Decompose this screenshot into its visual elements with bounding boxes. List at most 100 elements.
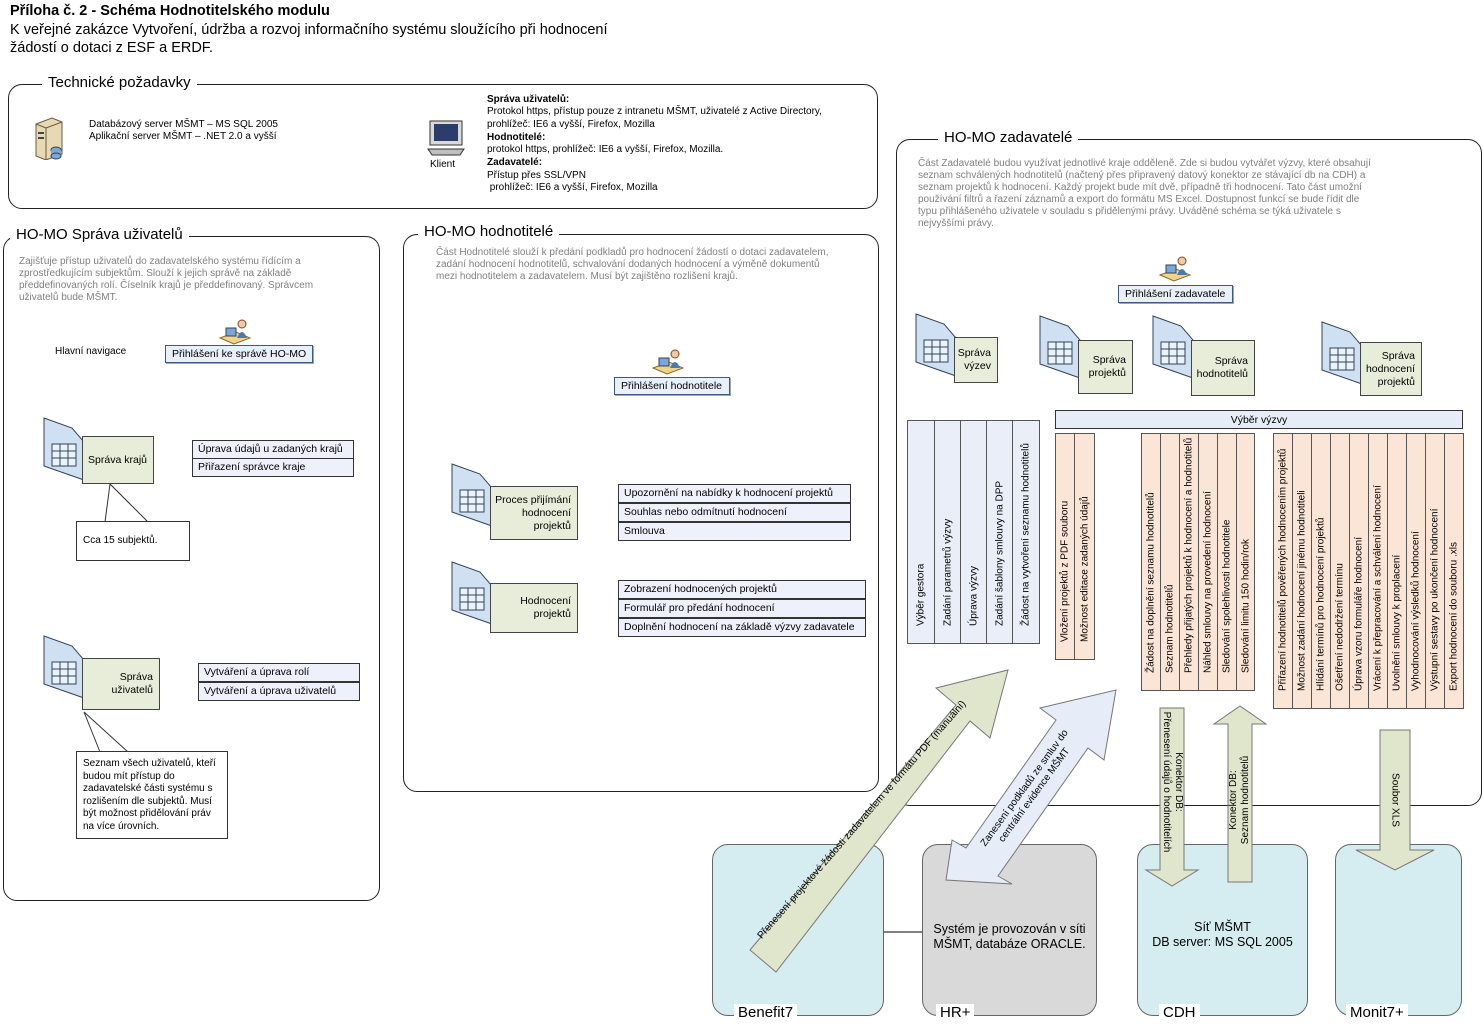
regions-item-1[interactable]: Úprava údajů u zadaných krajů	[192, 440, 354, 459]
calls-module[interactable]: Správa výzev	[954, 337, 998, 383]
evaluation-module-line2: projektů	[533, 608, 571, 620]
users-access-heading: Správa uživatelů:	[487, 94, 570, 105]
login-evaluator[interactable]: Přihlášení hodnotitele	[614, 377, 730, 395]
calls-columns: Výběr gestora Zadání parametrů výzvy Úpr…	[907, 420, 1040, 644]
users-item-2[interactable]: Vytváření a úprava uživatelů	[198, 682, 360, 701]
projects-module-line1: Správa	[1092, 354, 1126, 366]
assigners-description: Část Zadavatelé budou využívat jednotliv…	[918, 158, 1371, 229]
calls-table-icon	[914, 312, 958, 378]
projects-col-1[interactable]: Vložení projektů z PDF souboru	[1056, 434, 1075, 659]
ratings-module-line3: projektů	[1377, 375, 1415, 388]
users-note: Seznam všech uživatelů, kteří budou mít …	[76, 751, 228, 839]
system-cdh-label: CDH	[1159, 1004, 1200, 1022]
system-benefit7-label: Benefit7	[734, 1004, 798, 1022]
login-assigner[interactable]: Přihlášení zadavatele	[1118, 285, 1233, 303]
users-access-line1: Protokol https, přístup pouze z intranet…	[487, 106, 822, 117]
ratings-col-8[interactable]: Vyhodnocování výsledků hodnocení	[1407, 434, 1426, 708]
calls-col-5[interactable]: Žádost na vytvoření seznamu hodnotitelů	[1020, 443, 1032, 626]
document-subtitle-line1: K veřejné zakázce Vytvoření, údržba a ro…	[10, 22, 608, 38]
evaluators-columns: Žádost na doplnění seznamu hodnotitelů S…	[1141, 433, 1255, 691]
projects-col-2[interactable]: Možnost editace zadaných údajů	[1079, 496, 1090, 642]
ratings-col-1[interactable]: Přiřazení hodnotitelů pověřených hodnoce…	[1274, 434, 1293, 708]
evaluators-module-line2: hodnotitelů	[1196, 368, 1248, 380]
ratings-col-9[interactable]: Výstupní sestavy po ukončení hodnocení	[1426, 434, 1445, 708]
system-hr-text: Systém je provozován v síti MŠMT, databá…	[922, 922, 1097, 952]
ratings-col-6[interactable]: Vrácení k přepracování a schválení hodno…	[1369, 434, 1388, 708]
evaluators-col-5[interactable]: Sledování spolehlivosti hodnotitele	[1218, 434, 1237, 690]
regions-module[interactable]: Správa krajů	[82, 436, 154, 484]
assigners-access-line1: Přístup přes SSL/VPN	[487, 170, 586, 181]
arrow-xls-text: Soubor XLS	[1389, 773, 1401, 827]
evaluators-module[interactable]: Správa hodnotitelů	[1191, 340, 1255, 396]
accept-module-line1: Proces přijímání	[495, 493, 571, 506]
accept-module[interactable]: Proces přijímání hodnocení projektů	[490, 486, 578, 540]
arrow-cdh-down-text: Konektor DB: Přenesení údajů o hodnotite…	[1160, 712, 1184, 853]
select-call-bar[interactable]: Výběr výzvy	[1055, 410, 1463, 429]
users-item-1[interactable]: Vytváření a úprava rolí	[198, 663, 360, 682]
projects-module-line2: projektů	[1088, 367, 1126, 379]
calls-module-line2: výzev	[964, 360, 991, 372]
evaluator-user-icon	[651, 348, 685, 376]
users-module[interactable]: Správa uživatelů	[82, 658, 160, 710]
evaluators-col-3[interactable]: Přehledy přijatých projektů k hodnocení …	[1180, 434, 1199, 690]
ratings-columns: Přiřazení hodnotitelů pověřených hodnoce…	[1273, 433, 1464, 709]
arrow-cdh-down-line2: Přenesení údajů o hodnotitelích	[1161, 711, 1172, 853]
accept-item-3[interactable]: Smlouva	[618, 522, 851, 541]
main-navigation-label: Hlavní navigace	[55, 346, 127, 357]
ratings-col-7[interactable]: Uvolnění smlouvy k proplacení	[1388, 434, 1407, 708]
system-monit7-label: Monit7+	[1346, 1004, 1408, 1022]
evaluation-item-3[interactable]: Doplnění hodnocení na základě výzvy zada…	[618, 618, 866, 637]
calls-col-1[interactable]: Výběr gestora	[908, 421, 935, 643]
system-hr-text-line1: Systém je provozován v síti	[933, 922, 1086, 936]
accept-item-2[interactable]: Souhlas nebo odmítnutí hodnocení	[618, 503, 851, 522]
arrow-cdh-up-text: Konektor DB: Seznam hodnotitelů	[1228, 756, 1252, 844]
evaluation-module-line1: Hodnocení	[520, 595, 571, 607]
document-title: Příloha č. 2 - Schéma Hodnotitelského mo…	[10, 3, 330, 19]
evaluators-col-2[interactable]: Seznam hodnotitelů	[1161, 434, 1180, 690]
evaluators-access-heading: Hodnotitelé:	[487, 132, 546, 143]
ratings-table-icon	[1320, 320, 1364, 386]
server-line1: Databázový server MŠMT – MS SQL 2005	[89, 119, 278, 130]
regions-item-2[interactable]: Přiřazení správce kraje	[192, 458, 354, 477]
users-access-line2: prohlížeč: IE6 a vyšší, Firefox, Mozilla	[487, 119, 655, 130]
document-subtitle-line2: žádostí o dotaci z ESF a ERDF.	[10, 40, 214, 56]
regions-table-icon	[42, 416, 86, 482]
projects-table-icon	[1038, 314, 1082, 380]
calls-module-line1: Správa	[957, 347, 991, 359]
accept-item-1[interactable]: Upozornění na nabídky k hodnocení projek…	[618, 484, 851, 503]
arrow-cdh-up-line1: Konektor DB:	[1228, 770, 1239, 830]
evaluators-col-1[interactable]: Žádost na doplnění seznamu hodnotitelů	[1142, 434, 1161, 690]
evaluation-item-1[interactable]: Zobrazení hodnocených projektů	[618, 580, 866, 599]
users-module-line2: uživatelů	[111, 684, 153, 696]
technical-requirements-panel	[8, 84, 878, 209]
ratings-col-3[interactable]: Hlídání termínů pro hodnocení projektů	[1312, 434, 1331, 708]
arrow-cdh-down-line1: Konektor DB:	[1173, 752, 1184, 812]
calls-col-2[interactable]: Zadání parametrů výzvy	[935, 421, 961, 643]
ratings-module[interactable]: Správa hodnocení projektů	[1360, 342, 1422, 396]
ratings-col-5[interactable]: Úprava vzoru formuláře hodnocení	[1350, 434, 1369, 708]
ratings-module-line1: Správa	[1381, 349, 1415, 362]
evaluators-col-6[interactable]: Sledování limitu 150 hodin/rok	[1240, 539, 1251, 673]
calls-col-4[interactable]: Zadání šablony smlouvy na DPP	[987, 421, 1013, 643]
users-table-icon	[42, 634, 86, 700]
calls-col-3[interactable]: Úprava výzvy	[961, 421, 987, 643]
system-cdh-text-line2: DB server: MS SQL 2005	[1152, 935, 1293, 949]
user-icon	[218, 318, 252, 346]
ratings-col-4[interactable]: Ošetření nedodržení termínu	[1331, 434, 1350, 708]
evaluation-module[interactable]: Hodnocení projektů	[490, 583, 578, 633]
users-module-line1: Správa	[119, 671, 153, 683]
server-icon	[32, 116, 64, 160]
accept-module-line2: hodnocení	[521, 506, 571, 519]
accept-module-line3: projektů	[533, 519, 571, 532]
ratings-col-10[interactable]: Export hodnocení do souboru .xls	[1448, 542, 1460, 691]
client-computer-icon	[427, 119, 465, 157]
system-benefit7	[712, 844, 884, 1016]
projects-module[interactable]: Správa projektů	[1078, 340, 1133, 394]
assigners-access-line2: prohlížeč: IE6 a vyšší, Firefox, Mozilla	[487, 182, 658, 193]
accept-table-icon	[450, 462, 494, 528]
ratings-col-2[interactable]: Možnost zadání hodnocení jinému hodnotit…	[1293, 434, 1312, 708]
login-user-management[interactable]: Přihlášení ke správě HO-MO	[165, 345, 313, 363]
evaluators-access-line1: protokol https, prohlížeč: IE6 a vyšší, …	[487, 144, 724, 155]
evaluators-col-4[interactable]: Náhled smlouvy na provedení hodnocení	[1199, 434, 1218, 690]
evaluation-item-2[interactable]: Formulář pro předání hodnocení	[618, 599, 866, 618]
